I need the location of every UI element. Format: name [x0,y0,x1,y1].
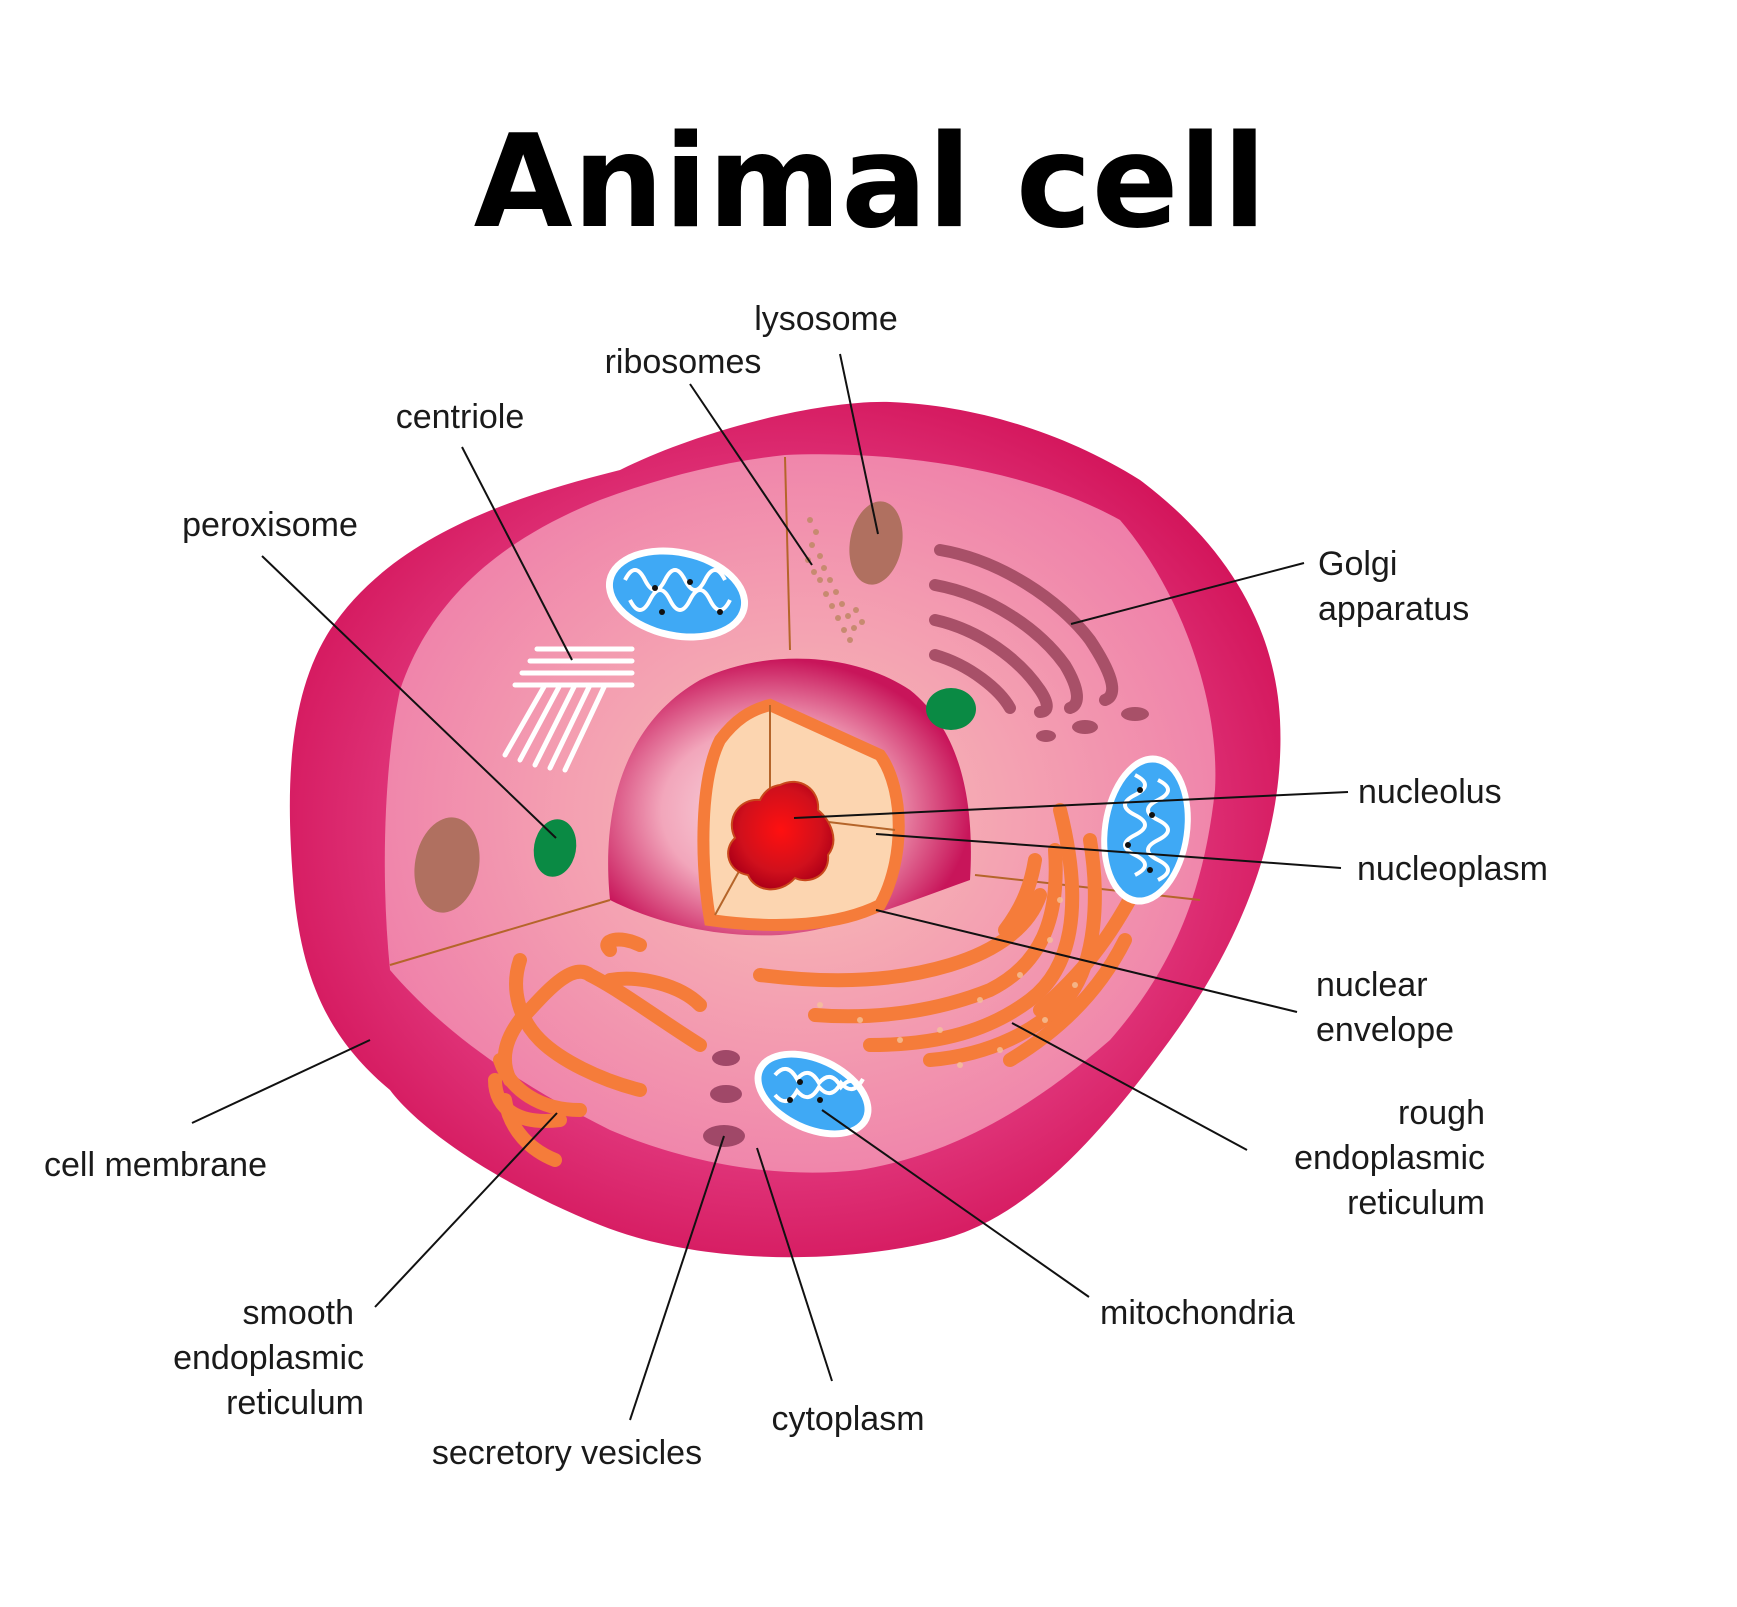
label-ribosomes: ribosomes [605,343,762,381]
label-smooth-er-line2: endoplasmic [173,1339,364,1377]
rough-er [753,803,1147,1067]
label-golgi-line2: apparatus [1318,590,1469,628]
label-cytoplasm: cytoplasm [771,1400,924,1438]
mitochondrion-bottom [754,1050,872,1138]
label-mitochondria: mitochondria [1100,1294,1295,1332]
label-peroxisome: peroxisome [182,506,358,544]
peroxisome-right [926,688,976,730]
diagram-title: Animal cell [474,108,1267,257]
mitochondrion-top [605,547,749,641]
golgi-apparatus [929,544,1119,718]
label-smooth-er-line1: smooth [243,1294,355,1332]
label-nuclear-envelope-line2: envelope [1316,1011,1454,1049]
leader-lines [191,353,1349,1421]
nucleolus-shape [727,780,835,891]
secretory-vesicles [703,1050,745,1147]
label-lysosome: lysosome [754,300,898,338]
label-rough-er-line3: reticulum [1347,1184,1485,1222]
label-cell-membrane: cell membrane [44,1146,267,1184]
lysosome-left [414,817,480,913]
mitochondrion-right [1101,755,1191,905]
smooth-er [488,932,707,1167]
peroxisome-left [533,819,577,877]
cutaway-lines [389,456,1201,966]
label-smooth-er-line3: reticulum [226,1384,364,1422]
label-rough-er-line2: endoplasmic [1294,1139,1485,1177]
label-nuclear-envelope-line1: nuclear [1316,966,1428,1004]
golgi-vesicles [1036,707,1149,742]
label-nucleoplasm: nucleoplasm [1357,850,1548,888]
centriole [502,646,635,773]
label-centriole: centriole [396,398,525,436]
rough-er-ribosome-dots [817,897,1078,1068]
lysosome-top [849,501,903,585]
label-secretory-vesicles: secretory vesicles [432,1434,702,1472]
label-nucleolus: nucleolus [1358,773,1502,811]
label-rough-er-line1: rough [1398,1094,1485,1132]
label-golgi-line1: Golgi [1318,545,1397,583]
